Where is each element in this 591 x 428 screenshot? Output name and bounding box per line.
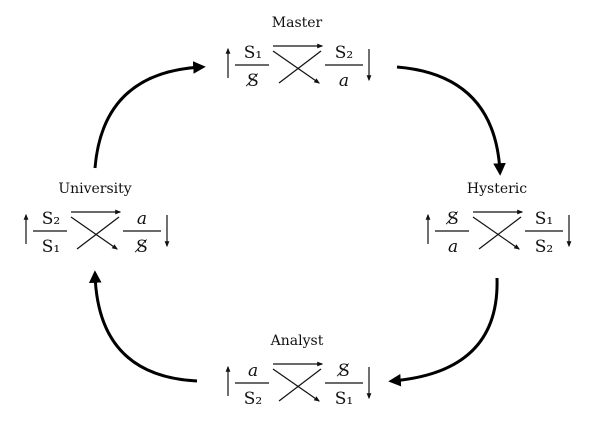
discourse-title: Hysteric: [467, 181, 527, 197]
product-term: S₂: [535, 237, 553, 257]
arrow-hysteric-to-analyst: [388, 277, 499, 387]
discourse-title: Master: [272, 15, 323, 31]
product-term: S̸: [134, 237, 148, 257]
agent-term: S₂: [42, 209, 60, 229]
discourse-master: Master S₁ S̸ S₂ a: [225, 15, 372, 91]
arrow-university-to-master: [93, 61, 206, 169]
product-term: a: [339, 71, 349, 91]
cross-arrow-up: [478, 216, 522, 250]
discourse-hysteric: Hysteric S̸ a S₁ S₂: [425, 181, 572, 257]
agent-term: S₁: [244, 43, 262, 63]
truth-term: S₂: [244, 389, 262, 409]
cross-arrow-down: [70, 216, 118, 250]
cross-arrow-up: [278, 368, 322, 402]
cross-arrow-up: [76, 216, 120, 250]
cross-arrow-down: [272, 368, 320, 402]
cross-arrow-down: [272, 50, 320, 84]
truth-term: S̸: [245, 71, 259, 91]
discourse-analyst: Analyst a S₂ S̸ S₁: [225, 333, 372, 409]
cycle-arrows: [88, 61, 506, 387]
product-term: S₁: [335, 389, 353, 409]
other-term: S̸: [336, 361, 350, 381]
cross-arrow-up: [278, 50, 322, 84]
discourse-title: University: [58, 181, 131, 197]
discourse-university: University S₂ S₁ a S̸: [23, 181, 170, 257]
agent-term: S̸: [445, 209, 459, 229]
other-term: S₂: [335, 43, 353, 63]
truth-term: a: [448, 237, 458, 257]
arrow-master-to-hysteric: [396, 65, 506, 176]
truth-term: S₁: [42, 237, 60, 257]
other-term: S₁: [535, 209, 553, 229]
agent-term: a: [248, 361, 258, 381]
arrow-analyst-to-university: [88, 270, 198, 383]
other-term: a: [137, 209, 147, 229]
discourse-title: Analyst: [270, 333, 324, 349]
cross-arrow-down: [472, 216, 520, 250]
